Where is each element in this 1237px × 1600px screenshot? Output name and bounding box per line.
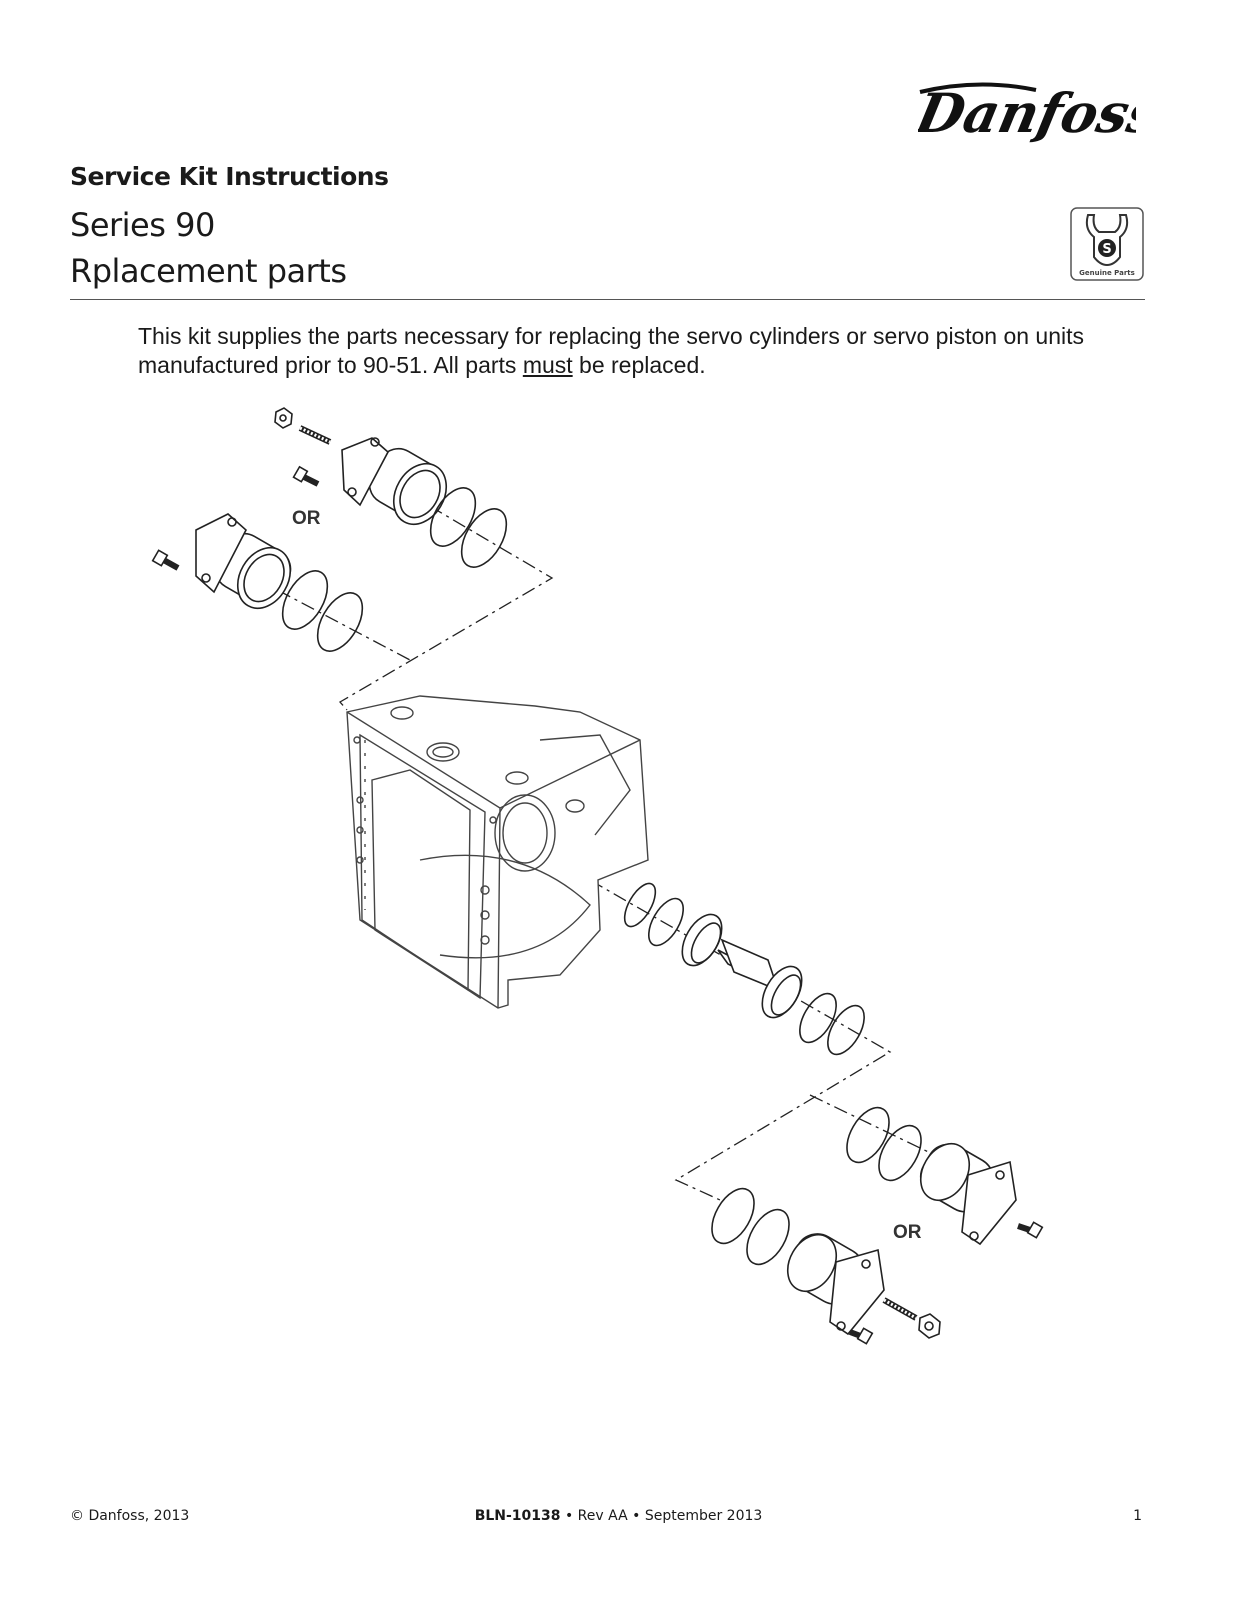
nut-upper bbox=[274, 407, 293, 429]
svg-text:S: S bbox=[1102, 242, 1111, 257]
intro-emphasis: must bbox=[522, 352, 573, 378]
genuine-parts-badge-icon: S Genuine Parts bbox=[1070, 207, 1144, 281]
servo-cylinder-lower-right bbox=[786, 1233, 885, 1336]
o-ring bbox=[648, 897, 684, 947]
screw-lower-right bbox=[848, 1327, 874, 1345]
nut-lower bbox=[918, 1313, 941, 1339]
svg-text:Genuine Parts: Genuine Parts bbox=[1079, 269, 1135, 277]
o-ring bbox=[429, 487, 477, 547]
pump-housing bbox=[346, 695, 649, 1009]
o-ring bbox=[281, 570, 329, 630]
bolt-upper bbox=[298, 425, 332, 445]
alternative-label-bottom: OR bbox=[893, 1222, 922, 1243]
o-ring bbox=[878, 1124, 922, 1182]
o-ring bbox=[827, 1004, 865, 1056]
intro-text-start: This kit supplies the parts necessary fo… bbox=[138, 323, 1084, 378]
svg-text:Danfoss: Danfoss bbox=[918, 82, 1136, 145]
footer-copyright: © Danfoss, 2013 bbox=[70, 1508, 190, 1524]
servo-piston bbox=[681, 913, 803, 1019]
document-kicker: Service Kit Instructions bbox=[70, 162, 389, 191]
footer-document-info: BLN-10138 • Rev AA • September 2013 bbox=[0, 1508, 1237, 1524]
o-ring bbox=[799, 992, 837, 1044]
o-ring bbox=[746, 1208, 790, 1266]
screw-lower-left bbox=[151, 549, 180, 571]
alternative-label-top: OR bbox=[292, 508, 321, 529]
footer-doc-number: BLN-10138 bbox=[474, 1508, 561, 1524]
bolt-lower bbox=[882, 1297, 918, 1321]
danfoss-logo: Danfoss bbox=[918, 82, 1136, 145]
o-ring bbox=[846, 1106, 890, 1164]
document-title-series: Series 90 bbox=[70, 206, 215, 244]
intro-paragraph: This kit supplies the parts necessary fo… bbox=[138, 322, 1138, 380]
intro-text-end: be replaced. bbox=[572, 352, 706, 378]
footer-page-number: 1 bbox=[1133, 1508, 1142, 1524]
servo-cylinder-upper-left bbox=[341, 437, 448, 525]
servo-cylinder-lower-left bbox=[195, 513, 292, 609]
screw-upper bbox=[292, 465, 320, 487]
servo-cylinder-upper-right bbox=[919, 1142, 1017, 1246]
screw-upper-right bbox=[1017, 1221, 1044, 1239]
header-divider bbox=[70, 299, 1145, 300]
o-ring bbox=[316, 592, 364, 652]
document-title-subject: Rplacement parts bbox=[70, 252, 347, 290]
footer-revision: • Rev AA • September 2013 bbox=[564, 1508, 763, 1524]
o-ring bbox=[460, 508, 508, 568]
o-ring bbox=[623, 882, 657, 928]
o-ring bbox=[711, 1187, 755, 1245]
exploded-parts-diagram: OR OR bbox=[151, 407, 1044, 1345]
